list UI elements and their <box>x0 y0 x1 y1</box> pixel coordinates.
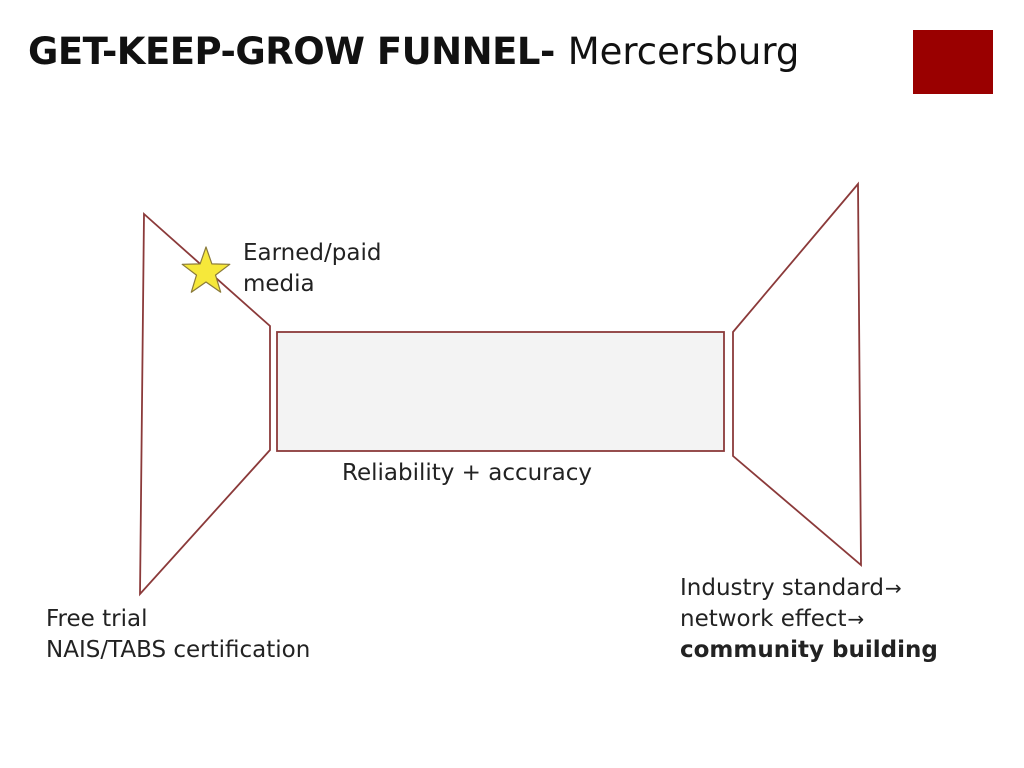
grow-label-line-1: Industry standard→ <box>680 573 938 604</box>
keep-label: Reliability + accuracy <box>342 460 593 486</box>
star-icon <box>181 246 231 293</box>
title-regular-part: Mercersburg <box>567 30 800 73</box>
get-label-line-1: Free trial <box>46 606 148 632</box>
grow-label-line-1-text: Industry standard <box>680 575 884 601</box>
get-funnel-left <box>139 212 271 597</box>
media-label: Earned/paid media <box>243 238 381 300</box>
grow-label-line-2-text: network effect <box>680 606 847 632</box>
media-label-line-1: Earned/paid <box>243 240 382 266</box>
grow-label: Industry standard→ network effect→ commu… <box>680 573 938 666</box>
arrow-right-icon: → <box>884 576 902 600</box>
grow-label-line-3: community building <box>680 637 938 663</box>
keep-box-center <box>276 331 725 452</box>
title-bold-part: GET-KEEP-GROW FUNNEL- <box>28 30 555 73</box>
get-label: Free trial NAIS/TABS certification <box>46 604 310 666</box>
grow-funnel-right <box>732 181 862 567</box>
media-label-line-2: media <box>243 271 315 297</box>
accent-block <box>913 30 993 94</box>
arrow-right-icon: → <box>847 607 865 631</box>
grow-label-line-2: network effect→ <box>680 604 938 635</box>
slide-title: GET-KEEP-GROW FUNNEL- Mercersburg <box>28 28 799 76</box>
get-label-line-2: NAIS/TABS certification <box>46 637 311 663</box>
